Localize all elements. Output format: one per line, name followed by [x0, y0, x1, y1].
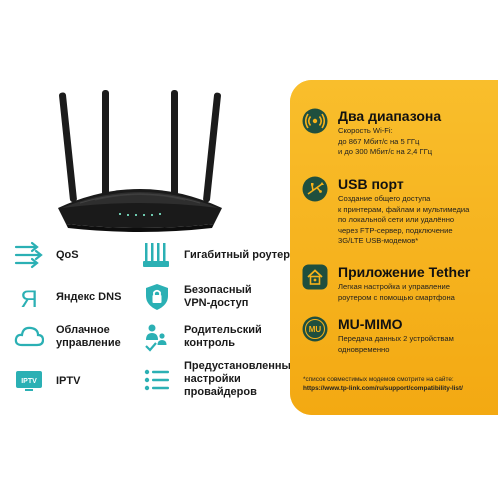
tether-app-icon — [302, 264, 328, 290]
feature-label: IPTV — [56, 374, 81, 387]
feature-iptv: IPTV IPTV — [14, 366, 80, 396]
feature-qos: QoS — [14, 240, 79, 270]
compatibility-link[interactable]: https://www.tp-link.com/ru/support/compa… — [303, 385, 463, 392]
panel-item-desc: Создание общего доступа к принтерам, фай… — [338, 194, 470, 245]
router-image — [58, 90, 222, 232]
svg-text:Я: Я — [20, 286, 37, 312]
panel-item-title: MU-MIMO — [338, 316, 403, 332]
feature-gigabit-router: Гигабитный роутер — [142, 240, 290, 270]
feature-label: Яндекс DNS — [56, 290, 122, 303]
features-panel — [290, 80, 498, 415]
vpn-shield-icon — [142, 282, 172, 312]
usb-icon — [302, 176, 328, 202]
gigabit-router-icon — [142, 240, 172, 270]
dual-band-icon — [302, 108, 328, 134]
panel-item-title: Два диапазона — [338, 108, 442, 124]
feature-label: QoS — [56, 248, 79, 261]
cloud-icon — [14, 322, 44, 352]
iptv-icon: IPTV — [14, 366, 44, 396]
parental-control-icon — [142, 322, 172, 352]
svg-text:IPTV: IPTV — [21, 378, 37, 385]
compatibility-footnote: *список совместимых модемов смотрите на … — [303, 375, 498, 393]
qos-icon — [14, 240, 44, 270]
panel-item-title: Приложение Tether — [338, 264, 471, 280]
feature-yandex-dns: Я Яндекс DNS — [14, 282, 121, 312]
footnote-text: *список совместимых модемов смотрите на … — [303, 376, 454, 383]
mu-mimo-icon: MU — [302, 316, 328, 342]
feature-label: Гигабитный роутер — [184, 248, 290, 261]
panel-item-desc: Передача данных 2 устройствам одновремен… — [338, 334, 454, 354]
svg-text:MU: MU — [309, 325, 322, 334]
panel-item-desc: Скорость Wi-Fi: до 867 Мбит/с на 5 ГГц и… — [338, 126, 433, 156]
panel-item-title: USB порт — [338, 176, 404, 192]
left-section: QoS Гигабитный роутер Я Яндекс DNS — [14, 90, 297, 398]
yandex-dns-icon: Я — [14, 282, 44, 312]
provider-settings-icon — [142, 365, 172, 395]
panel-item-desc: Легкая настройка и управление роутером с… — [338, 282, 455, 302]
